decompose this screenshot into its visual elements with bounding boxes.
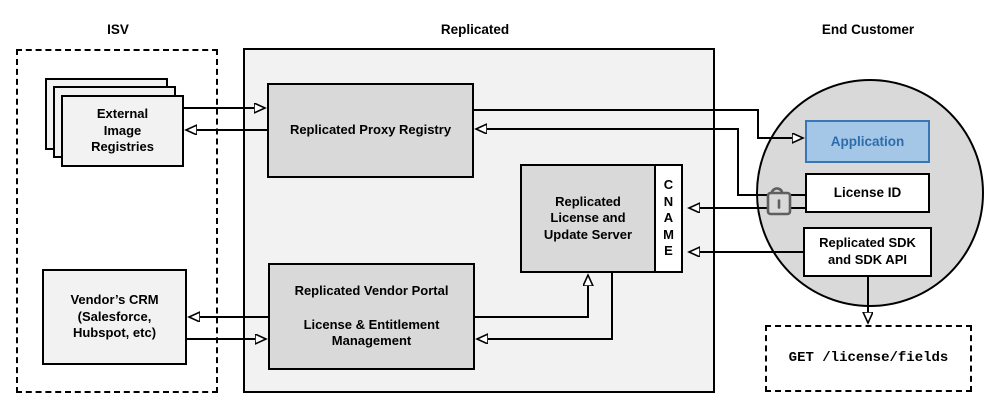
section-label-replicated: Replicated — [440, 22, 510, 37]
proxy-registry-box: Replicated Proxy Registry — [267, 83, 474, 178]
cname-strip: C N A M E — [654, 164, 683, 273]
license-id-label: License ID — [833, 185, 902, 201]
vendor-portal-box: Replicated Vendor Portal License & Entit… — [268, 263, 475, 370]
license-update-server-label: Replicated License and Update Server — [543, 193, 633, 242]
license-fields-label: GET /license/fields — [788, 349, 949, 366]
external-image-registries-label: External Image Registries — [91, 106, 154, 155]
section-label-isv: ISV — [107, 22, 129, 37]
license-update-server-box: Replicated License and Update Server — [520, 164, 656, 273]
application-label: Application — [830, 133, 905, 149]
vendors-crm-label: Vendor’s CRM (Salesforce, Hubspot, etc) — [70, 292, 159, 341]
license-fields-box: GET /license/fields — [765, 325, 972, 392]
external-image-registries-box: External Image Registries — [61, 95, 184, 167]
vendors-crm-box: Vendor’s CRM (Salesforce, Hubspot, etc) — [42, 269, 187, 365]
sdk-label: Replicated SDK and SDK API — [819, 235, 916, 267]
vendor-portal-label: Replicated Vendor Portal License & Entit… — [294, 283, 449, 349]
section-label-end-customer: End Customer — [821, 22, 915, 37]
application-box: Application — [805, 120, 930, 163]
proxy-registry-label: Replicated Proxy Registry — [289, 122, 452, 138]
license-id-box: License ID — [805, 173, 930, 213]
sdk-box: Replicated SDK and SDK API — [803, 227, 932, 277]
cname-label: C N A M E — [663, 177, 674, 259]
